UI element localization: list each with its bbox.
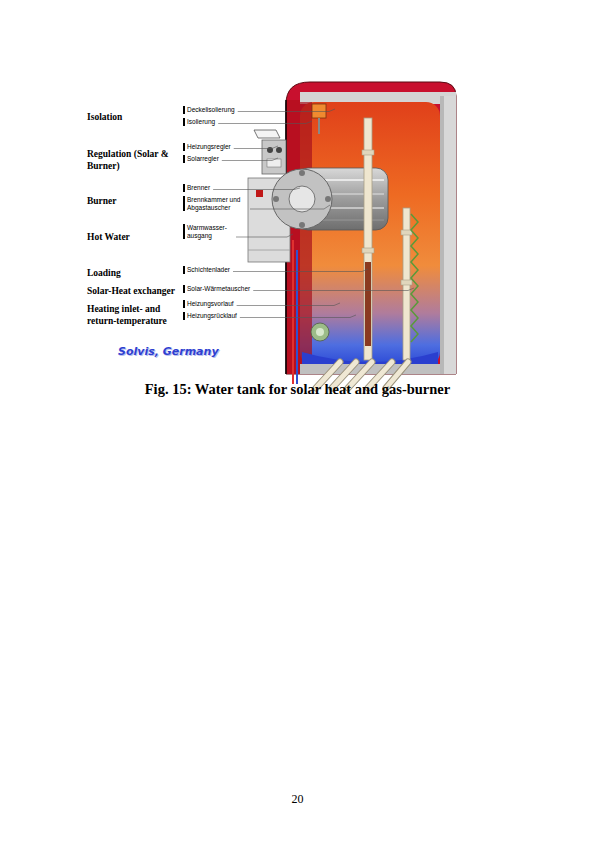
part-label: Solar-Wärmetauscher [183, 285, 250, 293]
leader-line [236, 234, 293, 237]
english-label: Burner [87, 196, 182, 208]
page-number: 20 [0, 792, 595, 807]
english-label: Loading [87, 268, 182, 280]
brand-label: Solvis, Germany [118, 345, 219, 358]
leader-line [237, 303, 340, 306]
part-label: Heizungsregler [183, 143, 231, 151]
english-label: Solar-Heat exchanger [87, 286, 182, 298]
leader-line [233, 269, 368, 272]
english-label: Isolation [87, 112, 182, 124]
english-label: Regulation (Solar & Burner) [87, 149, 179, 172]
leader-line [250, 205, 330, 209]
leader-line [238, 109, 335, 112]
leader-line [222, 158, 278, 161]
leader-line [240, 315, 356, 318]
part-label: Heizungsvorlauf [183, 300, 234, 308]
english-label: Hot Water [87, 232, 182, 244]
leader-line [234, 146, 278, 149]
english-label: Heating inlet- and return-temperature [87, 304, 179, 327]
part-label: Solarregler [183, 155, 219, 163]
part-label: Deckelisolierung [183, 106, 235, 114]
part-label: Isolierung [183, 118, 215, 126]
part-label: Brennkammer und Abgastauscher [183, 196, 247, 211]
leader-line [213, 188, 300, 190]
leader-line [253, 288, 414, 291]
part-label: Schichtenlader [183, 266, 230, 274]
leader-line [218, 121, 312, 124]
part-label: Heizungsrücklauf [183, 312, 237, 320]
figure-caption: Fig. 15: Water tank for solar heat and g… [0, 381, 595, 398]
part-label: Warmwasser- ausgang [183, 224, 233, 239]
part-label: Brenner [183, 184, 210, 192]
